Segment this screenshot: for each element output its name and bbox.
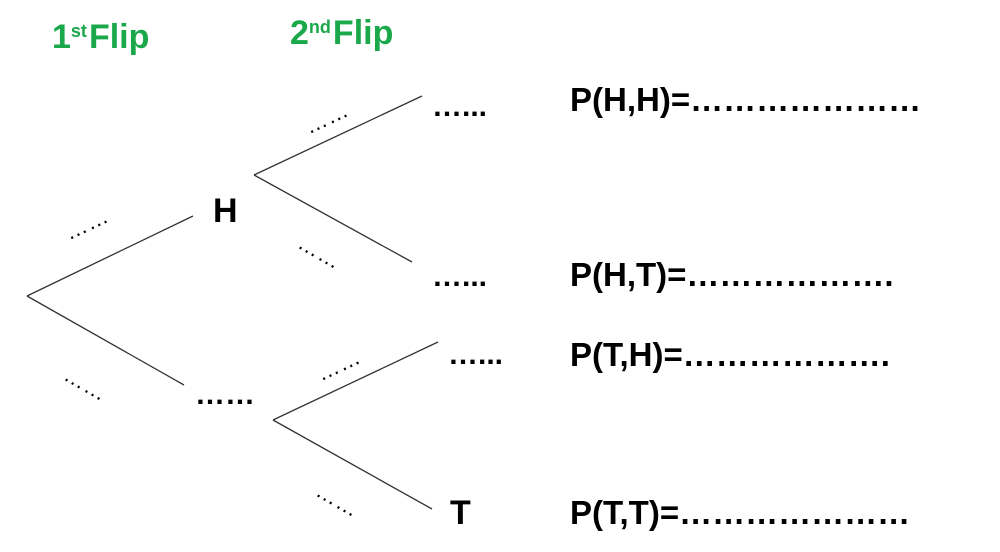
branch-root-to-h <box>26 215 194 297</box>
branch-t-to-tt <box>272 419 433 510</box>
header-first-sup: st <box>70 21 87 41</box>
header-first-num: 1 <box>52 18 71 56</box>
prob-tt: P(T,T)=………………… <box>570 494 911 531</box>
prob-ht: P(H,T)=………………. <box>570 256 894 293</box>
header-first-flip: 1stFlip <box>52 20 149 54</box>
node-hh: …... <box>432 90 488 123</box>
branch-h-to-hh <box>253 95 423 176</box>
node-ht: …... <box>432 260 488 293</box>
node-first-h: H <box>213 192 238 230</box>
prob-th: P(T,H)=………………. <box>570 336 890 373</box>
header-second-sup: nd <box>308 17 331 37</box>
branch-h-to-ht <box>253 174 413 263</box>
prob-hh: P(H,H)=………………… <box>570 81 922 118</box>
node-th: …... <box>448 338 504 371</box>
header-first-word: Flip <box>88 18 150 56</box>
header-second-flip: 2ndFlip <box>290 16 393 50</box>
node-tt: T <box>450 494 471 532</box>
branch-t-to-th <box>272 341 439 421</box>
header-second-num: 2 <box>290 14 309 52</box>
node-first-t: …… <box>195 378 255 411</box>
header-second-word: Flip <box>332 14 394 52</box>
branch-root-to-t <box>26 295 185 386</box>
